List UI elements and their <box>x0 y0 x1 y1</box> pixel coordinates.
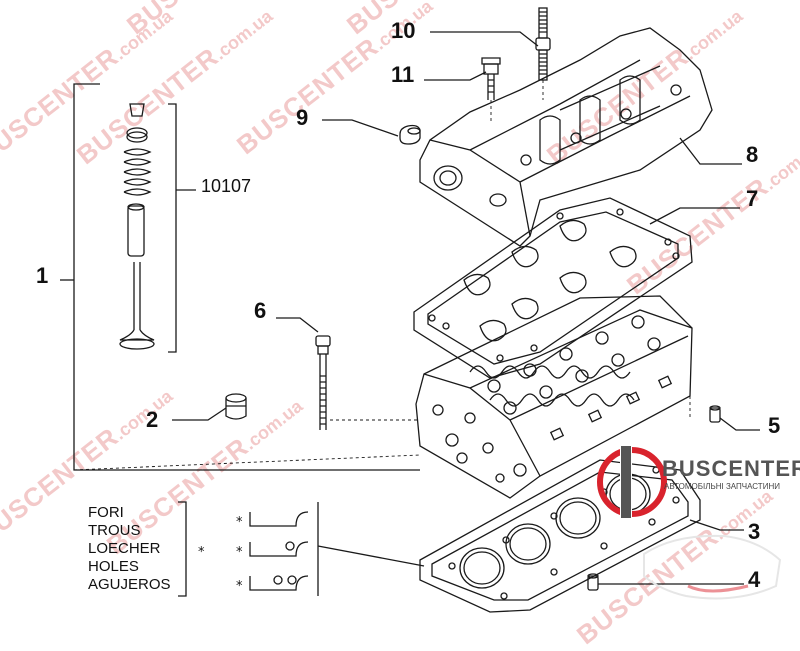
legend-word: AGUJEROS <box>88 576 171 593</box>
part-8-cam-cover <box>419 27 742 247</box>
part-10-stud <box>430 7 551 100</box>
legend-symbols <box>178 501 425 597</box>
callout-9: 9 <box>296 105 309 130</box>
legend-word: LOECHER <box>88 540 161 557</box>
legend-word: TROUS <box>88 522 141 539</box>
legend-word: HOLES <box>88 558 139 575</box>
callout-8: 8 <box>746 142 759 167</box>
star-marker: * <box>198 545 205 560</box>
callout-4: 4 <box>748 567 761 592</box>
valve-kit <box>119 103 196 353</box>
part-11-bolt <box>424 57 501 122</box>
bracket-1 <box>60 83 421 471</box>
logo-name: BUSCENTER <box>662 456 800 481</box>
callout-6: 6 <box>254 298 267 323</box>
kit-number-label: 10107 <box>201 176 252 196</box>
part-2-tappet <box>172 393 247 421</box>
cylinder-head <box>415 295 693 499</box>
star-marker: * <box>236 545 243 560</box>
part-4-dowel <box>587 573 744 591</box>
part-7-cover-gasket <box>413 197 740 379</box>
part-9-plug <box>322 119 421 145</box>
part-5-dowel <box>709 405 760 431</box>
callout-3: 3 <box>748 519 761 544</box>
callout-2: 2 <box>146 407 159 432</box>
callout-5: 5 <box>768 413 781 438</box>
callout-10: 10 <box>391 18 416 43</box>
callout-11: 11 <box>391 62 415 87</box>
part-6-bolt <box>276 317 420 430</box>
buscenter-logo: BUSCENTER АВТОМОБІЛЬНІ ЗАПЧАСТИНИ <box>596 436 800 616</box>
logo-emblem-icon <box>597 442 782 600</box>
callout-1: 1 <box>36 263 49 288</box>
star-marker: * <box>236 515 243 530</box>
legend-word: FORI <box>88 504 124 521</box>
logo-tagline: АВТОМОБІЛЬНІ ЗАПЧАСТИНИ <box>664 482 780 491</box>
star-marker: * <box>236 579 243 594</box>
callout-7: 7 <box>746 186 759 211</box>
